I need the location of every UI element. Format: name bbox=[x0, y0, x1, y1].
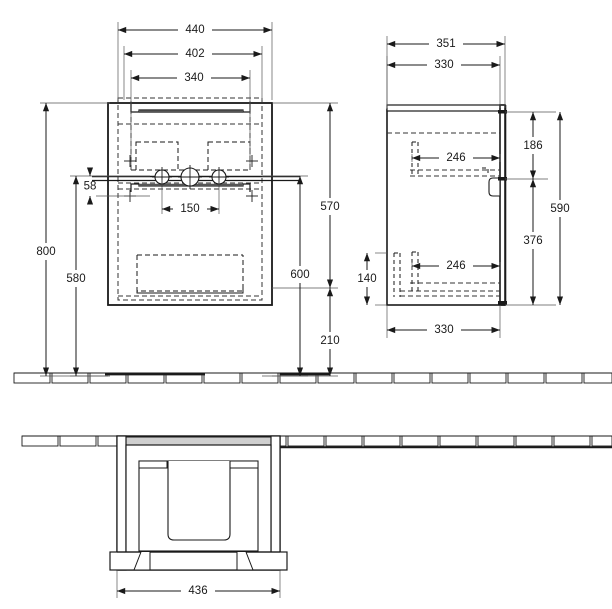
dim-label-side-186: 186 bbox=[523, 140, 542, 152]
dim-label-front-210: 210 bbox=[320, 335, 339, 347]
floor-line-upper bbox=[13, 372, 612, 384]
dim-label-front-150: 150 bbox=[180, 203, 199, 215]
dim-label-front-570: 570 bbox=[320, 201, 339, 213]
side-lower-drawer-profile bbox=[393, 251, 419, 297]
dim-front-570: 570 bbox=[314, 102, 346, 288]
plan-back-edge bbox=[123, 436, 274, 446]
dim-side-351: 351 bbox=[386, 35, 505, 52]
dim-front-580: 580 bbox=[60, 175, 92, 376]
dim-label-side-330-bottom: 330 bbox=[434, 324, 453, 336]
dim-side-330-bottom: 330 bbox=[386, 321, 500, 338]
plan-plinth bbox=[109, 551, 288, 571]
dim-side-246-upper: 246 bbox=[411, 149, 500, 166]
front-lower-basket-solid bbox=[136, 289, 244, 294]
dim-front-58: 58 bbox=[84, 167, 97, 205]
floor-line-lower bbox=[21, 435, 612, 447]
side-elevation-view: 351 330 330 246 bbox=[351, 35, 576, 338]
plan-bottom-view: 436 bbox=[109, 435, 288, 599]
dim-label-front-600: 600 bbox=[290, 269, 309, 281]
dim-label-side-140: 140 bbox=[357, 273, 376, 285]
dim-front-800: 800 bbox=[30, 102, 62, 376]
dim-label-side-246-upper: 246 bbox=[446, 152, 465, 164]
dim-label-front-800: 800 bbox=[36, 246, 55, 258]
dim-label-front-340: 340 bbox=[184, 72, 203, 84]
dim-front-210: 210 bbox=[314, 287, 346, 376]
dim-label-front-402: 402 bbox=[185, 48, 204, 60]
front-witness-lines bbox=[40, 22, 338, 377]
dim-side-590: 590 bbox=[544, 111, 576, 305]
side-top-slab bbox=[386, 104, 506, 112]
dim-side-140: 140 bbox=[351, 252, 383, 305]
side-panel-divider bbox=[498, 110, 507, 305]
dim-label-side-351: 351 bbox=[436, 38, 455, 50]
dim-label-front-58: 58 bbox=[84, 181, 97, 193]
dim-side-246-lower: 246 bbox=[411, 257, 500, 274]
dim-label-plan-436: 436 bbox=[188, 585, 207, 597]
dim-side-330-top: 330 bbox=[386, 56, 500, 73]
dim-plan-436: 436 bbox=[116, 582, 280, 599]
dim-front-440: 440 bbox=[117, 21, 272, 38]
plan-siphon-channel bbox=[167, 461, 231, 541]
front-elevation-view: 440 402 340 150 bbox=[30, 21, 346, 377]
dim-front-402: 402 bbox=[123, 45, 262, 62]
side-hidden-lines bbox=[387, 132, 500, 297]
dim-label-side-330-top: 330 bbox=[434, 59, 453, 71]
dim-label-front-580: 580 bbox=[66, 273, 85, 285]
side-cabinet-outline bbox=[386, 109, 506, 306]
dim-side-376: 376 bbox=[517, 178, 549, 305]
dim-label-side-376: 376 bbox=[523, 235, 542, 247]
dim-side-186: 186 bbox=[517, 111, 549, 179]
side-handle-detail bbox=[488, 177, 501, 197]
dim-label-side-590: 590 bbox=[550, 203, 569, 215]
dim-label-front-440: 440 bbox=[185, 24, 204, 36]
plan-left-panel bbox=[116, 435, 127, 571]
plan-right-panel bbox=[270, 435, 281, 571]
dim-front-150: 150 bbox=[161, 200, 219, 217]
dim-front-600: 600 bbox=[284, 175, 316, 376]
dim-front-340: 340 bbox=[130, 69, 250, 86]
side-front-panel bbox=[499, 104, 507, 306]
dim-label-side-246-lower: 246 bbox=[446, 260, 465, 272]
